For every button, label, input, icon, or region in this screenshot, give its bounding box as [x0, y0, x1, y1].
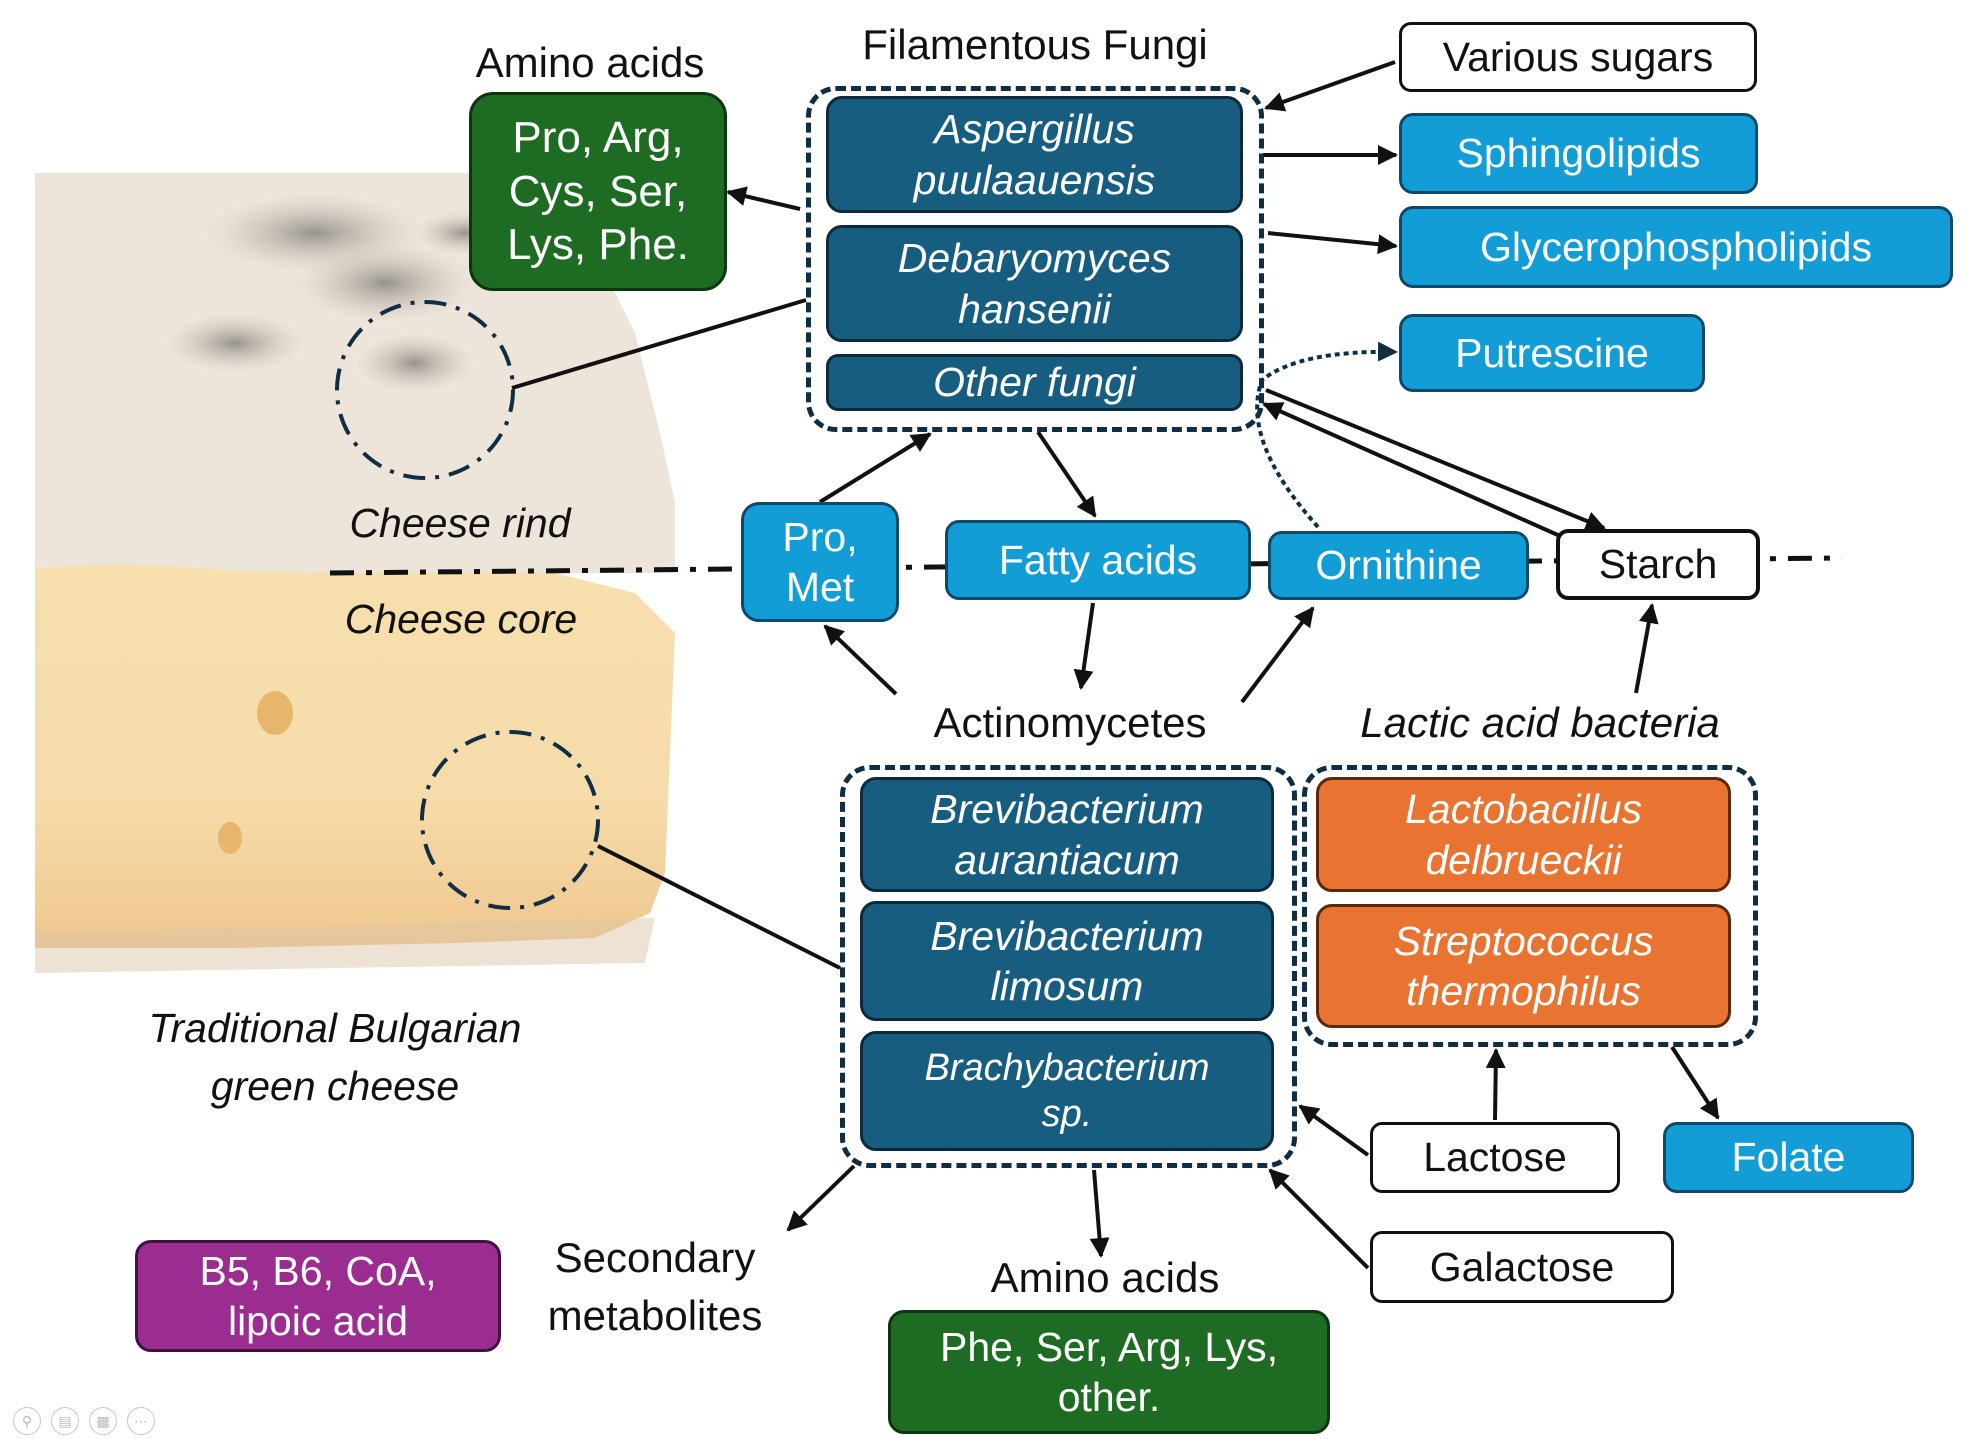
species-name: Other fungi	[933, 359, 1136, 406]
cheese-caption-line2: green cheese	[210, 1063, 460, 1109]
sugars-to-fungi-arrow	[1264, 60, 1396, 112]
cheese-caption-line1: Traditional Bulgarian	[148, 1005, 522, 1051]
species-epithet: thermophilus	[1406, 968, 1641, 1014]
actino-to-secondary-arrow	[786, 1164, 856, 1232]
fungi-group	[806, 86, 1264, 432]
top-amino-box: Pro, Arg, Cys, Ser, Lys, Phe.	[469, 92, 727, 291]
cheese-rind-label: Cheese rind	[349, 500, 571, 546]
species-genus: Aspergillus	[934, 106, 1135, 153]
lab-to-folate-arrow	[1670, 1045, 1720, 1120]
bottom-amino-line: Phe, Ser, Arg, Lys,	[939, 1323, 1279, 1370]
glycerophospholipids-box: Glycerophospholipids	[1399, 206, 1953, 288]
lactose-box: Lactose	[1370, 1122, 1620, 1193]
lab-title: Lactic acid bacteria	[1360, 699, 1720, 746]
lab-species-lactobacillus[interactable]: Lactobacillus delbrueckii	[1316, 777, 1731, 892]
actino-species-brachybacterium[interactable]: Brachybacterium sp.	[860, 1031, 1274, 1151]
species-genus: Debaryomyces	[897, 235, 1172, 282]
top-amino-title: Amino acids	[475, 39, 705, 86]
actinomycetes-title: Actinomycetes	[933, 699, 1207, 746]
top-amino-line: Cys, Ser,	[508, 166, 688, 216]
ornithine-box: Ornithine	[1268, 531, 1529, 600]
fatty-acids-to-actino-arrow	[1073, 602, 1095, 690]
fungi-to-fatty-acids-arrow	[1036, 430, 1097, 518]
secondary-metabolites-line1: Secondary	[554, 1234, 756, 1281]
species-genus: Lactobacillus	[1404, 786, 1643, 833]
actino-species-aurantiacum[interactable]: Brevibacterium aurantiacum	[860, 777, 1274, 892]
species-epithet: puulaauensis	[913, 156, 1156, 203]
top-amino-line: Lys, Phe.	[507, 220, 689, 270]
species-genus: Brachybacterium	[924, 1046, 1210, 1089]
bottom-amino-box: Phe, Ser, Arg, Lys, other.	[888, 1310, 1330, 1434]
fatty-acids-box: Fatty acids	[945, 520, 1251, 600]
fungi-species-aspergillus[interactable]: Aspergillus puulaauensis	[826, 96, 1243, 213]
ornithine-to-putrescine-dotted	[1255, 341, 1398, 529]
top-amino-line: Pro, Arg,	[512, 112, 684, 162]
fungi-to-glycero-arrow	[1267, 231, 1398, 255]
vitamins-line: lipoic acid	[227, 1298, 409, 1344]
fungi-species-debaryomyces[interactable]: Debaryomyces hansenii	[826, 225, 1243, 342]
core-sample-circle	[420, 730, 600, 910]
species-epithet: aurantiacum	[954, 836, 1180, 883]
more-icon[interactable]: ⋯	[127, 1407, 155, 1435]
secondary-metabolites-line2: metabolites	[547, 1292, 763, 1339]
species-genus: Brevibacterium	[930, 786, 1204, 833]
lab-to-starch-arrow	[1634, 603, 1659, 694]
galactose-to-actino-arrow	[1268, 1168, 1370, 1270]
pro-met-line: Pro,	[782, 513, 858, 560]
starch-box: Starch	[1556, 529, 1760, 600]
species-genus: Streptococcus	[1393, 917, 1654, 964]
lab-group	[1302, 765, 1758, 1047]
folate-box: Folate	[1663, 1122, 1914, 1193]
fungi-title: Filamentous Fungi	[862, 21, 1208, 68]
species-epithet: delbrueckii	[1425, 836, 1622, 883]
species-epithet: hansenii	[958, 285, 1111, 332]
lactose-to-actino-arrow	[1298, 1104, 1370, 1157]
fungi-to-amino-arrow	[726, 186, 801, 211]
rind-sample-circle	[335, 300, 515, 480]
starch-to-fungi-arrow	[1262, 402, 1561, 538]
species-epithet: sp.	[1041, 1093, 1093, 1135]
lactose-to-lab-arrow	[1485, 1048, 1506, 1121]
cheese-core-label: Cheese core	[344, 596, 578, 642]
subtitles-icon[interactable]: ▤	[51, 1407, 79, 1435]
various-sugars-box: Various sugars	[1399, 22, 1757, 92]
core-to-actino-line	[597, 844, 841, 970]
camera-off-icon[interactable]: ▩	[89, 1407, 117, 1435]
sphingolipids-box: Sphingolipids	[1399, 113, 1758, 194]
fungi-species-other[interactable]: Other fungi	[826, 354, 1243, 411]
pro-met-box: Pro, Met	[741, 502, 899, 622]
galactose-box: Galactose	[1370, 1231, 1674, 1303]
rind-to-fungi-line	[511, 298, 807, 390]
species-epithet: limosum	[990, 963, 1144, 1009]
promet-to-fungi-arrow	[818, 432, 932, 504]
actino-to-promet-arrow	[823, 624, 898, 696]
actino-to-ornithine-arrow	[1240, 606, 1315, 704]
actino-species-limosum[interactable]: Brevibacterium limosum	[860, 901, 1274, 1021]
actinomycetes-group	[840, 765, 1297, 1168]
bottom-amino-title: Amino acids	[990, 1254, 1220, 1301]
putrescine-box: Putrescine	[1399, 314, 1705, 392]
vitamins-box: B5, B6, CoA, lipoic acid	[135, 1240, 501, 1352]
bottom-amino-line: other.	[1057, 1374, 1161, 1420]
actino-to-amino-bottom-arrow	[1089, 1169, 1110, 1258]
vitamins-line: B5, B6, CoA,	[199, 1247, 437, 1294]
pro-met-line: Met	[785, 564, 855, 610]
lab-species-streptococcus[interactable]: Streptococcus thermophilus	[1316, 904, 1731, 1028]
fungi-to-starch-arrow	[1265, 388, 1606, 531]
species-genus: Brevibacterium	[930, 912, 1204, 959]
zoom-icon[interactable]: ⚲	[13, 1407, 41, 1435]
